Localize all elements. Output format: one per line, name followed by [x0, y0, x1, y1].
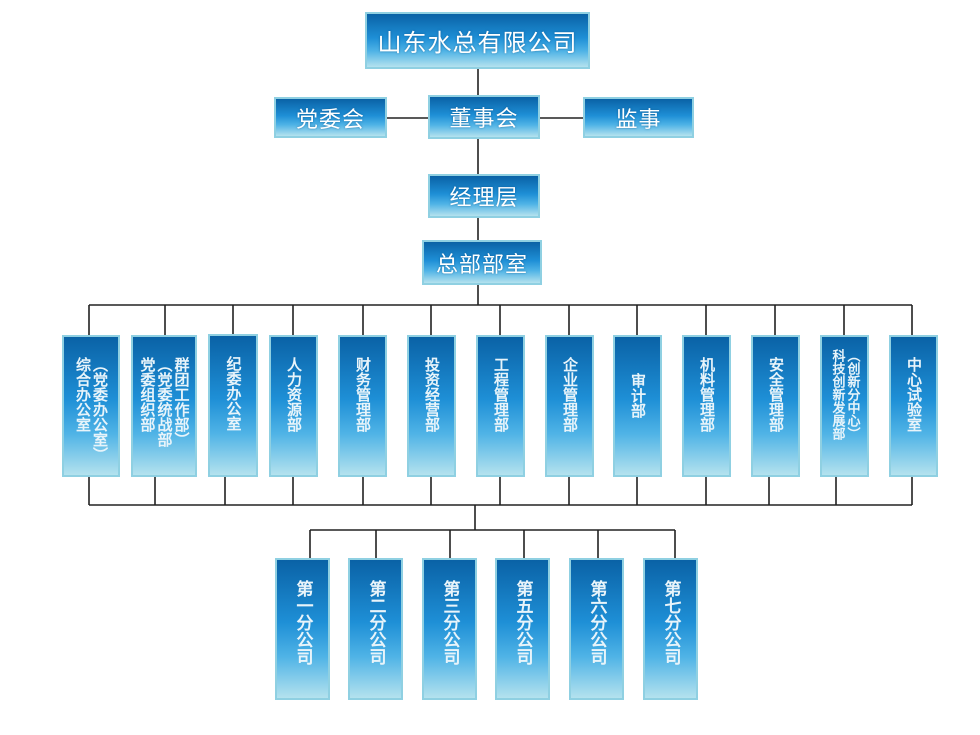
branch-label: 第三分公司 [439, 580, 460, 665]
board-label: 董事会 [449, 107, 519, 132]
department-line: 投资经营部 [423, 357, 441, 432]
headquarters-label: 总部部室 [435, 252, 528, 278]
department-box[interactable]: 群团工作部）（党委统战部党委组织部 [131, 335, 197, 477]
department-line: 党委组织部 [138, 357, 157, 432]
branch-label: 第七分公司 [660, 580, 681, 665]
headquarters-box[interactable]: 总部部室 [422, 240, 542, 285]
department-box[interactable]: 中心试验室 [889, 335, 938, 477]
department-box[interactable]: （创新分中心）科技创新发展部 [820, 335, 869, 477]
branch-label: 第六分公司 [586, 580, 607, 665]
branch-box[interactable]: 第二分公司 [348, 558, 403, 700]
department-box[interactable]: （党委办公室）综合办公室 [62, 335, 120, 477]
department-line: 纪委办公室 [224, 356, 243, 431]
department-line: 中心试验室 [905, 357, 923, 432]
company-box[interactable]: 山东水总有限公司 [365, 12, 590, 69]
department-line: 群团工作部） [172, 357, 191, 447]
department-line: （党委办公室） [91, 357, 109, 462]
department-box[interactable]: 财务管理部 [338, 335, 387, 477]
department-line: 机料管理部 [698, 357, 716, 432]
branch-box[interactable]: 第五分公司 [495, 558, 550, 700]
department-box[interactable]: 投资经营部 [407, 335, 456, 477]
department-line: （创新分中心） [844, 349, 860, 440]
department-box[interactable]: 审计部 [613, 335, 662, 477]
party-committee-label: 党委会 [295, 107, 365, 133]
party-committee-box[interactable]: 党委会 [274, 97, 387, 138]
management-box[interactable]: 经理层 [428, 174, 540, 218]
branch-box[interactable]: 第七分公司 [643, 558, 698, 700]
department-line: 企业管理部 [561, 357, 579, 432]
department-line: 财务管理部 [354, 357, 372, 432]
department-line: 科技创新发展部 [829, 349, 845, 440]
branch-label: 第五分公司 [512, 580, 533, 665]
department-box[interactable]: 机料管理部 [682, 335, 731, 477]
branch-box[interactable]: 第一分公司 [275, 558, 330, 700]
department-line: （党委统战部 [155, 357, 174, 447]
department-line: 综合办公室 [74, 357, 92, 432]
department-line: 审计部 [629, 373, 647, 418]
management-label: 经理层 [449, 186, 519, 211]
department-box[interactable]: 安全管理部 [751, 335, 800, 477]
department-line: 人力资源部 [285, 357, 303, 432]
department-box[interactable]: 工程管理部 [476, 335, 525, 477]
board-box[interactable]: 董事会 [428, 95, 540, 139]
branch-box[interactable]: 第六分公司 [569, 558, 624, 700]
department-line: 安全管理部 [767, 357, 785, 432]
branch-label: 第一分公司 [292, 580, 313, 665]
department-box[interactable]: 纪委办公室 [208, 334, 258, 477]
branch-box[interactable]: 第三分公司 [422, 558, 477, 700]
branch-label: 第二分公司 [365, 580, 386, 665]
department-box[interactable]: 企业管理部 [545, 335, 594, 477]
department-line: 工程管理部 [492, 357, 510, 432]
company-label: 山东水总有限公司 [377, 29, 578, 57]
supervisor-box[interactable]: 监事 [583, 97, 694, 138]
supervisor-label: 监事 [615, 107, 662, 133]
department-box[interactable]: 人力资源部 [269, 335, 318, 477]
